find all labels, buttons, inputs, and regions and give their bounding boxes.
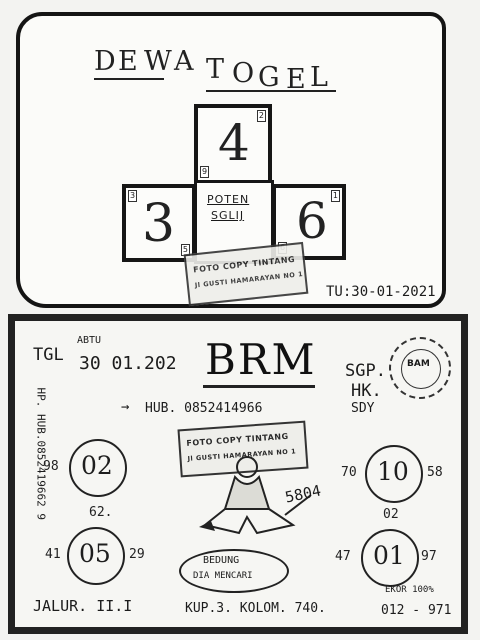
arrow-icon: → bbox=[121, 399, 130, 415]
brand-underline bbox=[94, 78, 164, 80]
brand-letter: L bbox=[310, 62, 330, 93]
market-hk: HK. bbox=[351, 381, 382, 401]
bubble-line: DIA MENCARI bbox=[193, 571, 253, 581]
speech-bubble: BEDUNG DIA MENCARI bbox=[179, 549, 289, 593]
kup-text: KUP.3. KOLOM. 740. bbox=[185, 601, 326, 616]
grid-right-box: 6 1 6 bbox=[272, 184, 346, 260]
circle-value: 01 bbox=[373, 541, 405, 570]
market-sdy: SDY bbox=[351, 401, 375, 416]
tgl-date: 30 01.202 bbox=[79, 353, 177, 374]
brand-letter: W bbox=[144, 46, 174, 77]
grid-right-number: 6 bbox=[296, 192, 328, 250]
circle-value: 02 bbox=[81, 451, 113, 480]
circle-left: 70 bbox=[341, 465, 357, 480]
round-stamp-text: BAM bbox=[407, 359, 430, 369]
circle-right: 58 bbox=[427, 465, 443, 480]
circle-below: 02 bbox=[383, 507, 399, 522]
bottom-prediction-card: TGL ABTU 30 01.202 BRM SGP. HK. SDY BAM … bbox=[8, 314, 468, 634]
brand-letter: E bbox=[118, 46, 140, 77]
circle-value: 05 bbox=[79, 539, 111, 568]
brand-title: D E W A T O G E L bbox=[20, 16, 442, 96]
number-circle bbox=[365, 445, 423, 503]
grid-center-line: SGLIJ bbox=[211, 209, 245, 222]
grid-corner-label: 2 bbox=[256, 110, 266, 122]
brm-underline bbox=[203, 385, 315, 388]
grid-corner-label: 3 bbox=[128, 190, 138, 202]
photocopy-stamp: FOTO COPY TINTANG Jl GUSTI HAMARAYAN NO … bbox=[183, 241, 309, 307]
top-prediction-card: D E W A T O G E L 4 2 9 3 3 5 POTEN SGLI… bbox=[16, 12, 446, 308]
brand-letter: A bbox=[174, 46, 196, 77]
grid-left-number: 3 bbox=[142, 194, 176, 254]
cartoon-figure-icon bbox=[199, 456, 312, 535]
circle-below: 62. bbox=[89, 505, 113, 520]
tgl-label: TGL bbox=[33, 345, 64, 365]
number-circle bbox=[361, 529, 419, 587]
circle-left: 47 bbox=[335, 549, 351, 564]
round-stamp: BAM bbox=[389, 337, 451, 399]
bubble-line: BEDUNG bbox=[203, 555, 240, 566]
brand-letter: D bbox=[94, 46, 118, 77]
circle-left: 98 bbox=[43, 459, 59, 474]
top-date: TU:30-01-2021 bbox=[326, 284, 436, 300]
brand-letter: E bbox=[286, 64, 308, 95]
brand-letter: O bbox=[232, 58, 257, 89]
grid-corner-label: 9 bbox=[200, 166, 210, 178]
stamp-line: FOTO COPY TINTANG bbox=[186, 431, 289, 448]
grid-top-box: 4 2 9 bbox=[194, 104, 272, 184]
vertical-phone: HP. HUB.0852419662 9 bbox=[34, 387, 48, 520]
brand-letter: G bbox=[258, 62, 282, 93]
grid-corner-label: 1 bbox=[330, 190, 340, 202]
market-sgp: SGP. bbox=[345, 361, 386, 381]
circle-left: 41 bbox=[45, 547, 61, 562]
circle-right: 29 bbox=[129, 547, 145, 562]
grid-center-line: POTEN bbox=[207, 193, 250, 206]
tgl-note: ABTU bbox=[77, 335, 102, 346]
ekor-value: 012 - 971 bbox=[381, 603, 452, 618]
stamp-line: Jl GUSTI HAMARAYAN NO 1 bbox=[194, 270, 304, 290]
jalur-text: JALUR. II.I bbox=[33, 597, 133, 615]
brand-underline bbox=[206, 90, 336, 92]
brm-title: BRM bbox=[205, 335, 317, 384]
grid-left-box: 3 3 5 bbox=[122, 184, 196, 262]
round-stamp-inner bbox=[401, 349, 441, 389]
ekor-label: EKOR 100% bbox=[385, 585, 434, 595]
number-circle bbox=[67, 527, 125, 585]
grid-top-number: 4 bbox=[218, 114, 250, 172]
circle-value: 10 bbox=[377, 457, 409, 486]
phone-line: HUB. 0852414966 bbox=[145, 401, 263, 416]
brand-letter: T bbox=[206, 54, 227, 85]
circle-right: 97 bbox=[421, 549, 437, 564]
number-circle bbox=[69, 439, 127, 497]
